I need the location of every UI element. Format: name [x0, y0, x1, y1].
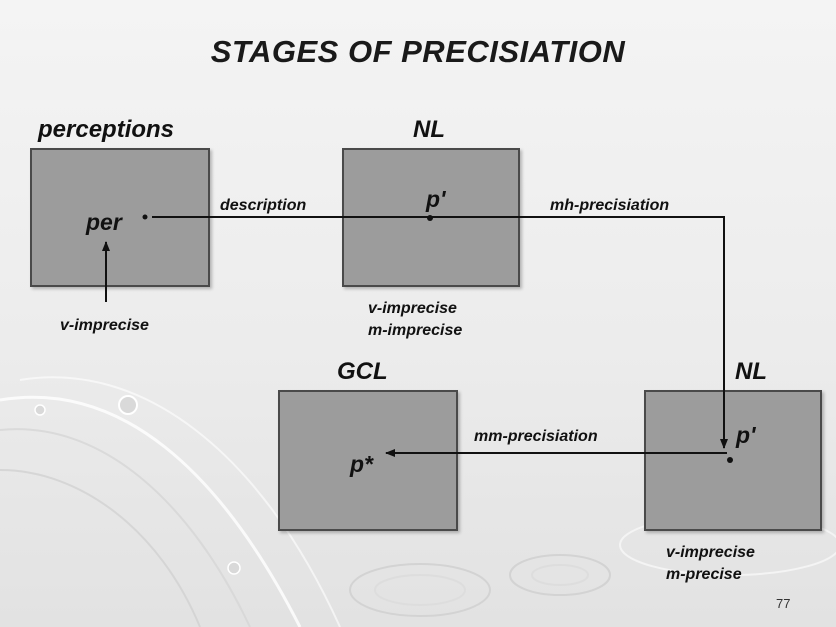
perceptions-inner-label: per — [86, 209, 122, 235]
perceptions-note-line: v-imprecise — [60, 317, 149, 334]
slide-title: STAGES OF PRECISIATION — [210, 34, 626, 69]
gcl-heading: GCL — [337, 358, 388, 385]
page-number: 77 — [776, 596, 791, 611]
nl-top-note: v-imprecise m-imprecise — [368, 298, 462, 342]
gcl-inner-label: p* — [350, 451, 373, 477]
nl-bottom-inner-label: p' — [736, 422, 756, 448]
nl-bottom-note-line-2: m-precise — [666, 566, 742, 583]
p-prime-bottom-dot — [727, 457, 733, 463]
nl-bottom-box — [644, 390, 822, 531]
nl-bottom-heading: NL — [735, 358, 767, 385]
mh-precisiation-edge — [430, 216, 728, 449]
perceptions-note: v-imprecise — [60, 315, 149, 337]
description-label: description — [220, 197, 307, 214]
nl-top-note-line-1: v-imprecise — [368, 300, 457, 317]
mm-precisiation-label: mm-precisiation — [474, 428, 598, 445]
nl-bottom-note: v-imprecise m-precise — [666, 542, 755, 586]
nl-top-inner-label: p' — [426, 186, 446, 212]
perceptions-heading: perceptions — [38, 116, 175, 143]
nl-top-heading: NL — [413, 116, 445, 143]
per-dot — [142, 214, 148, 220]
gcl-box — [278, 390, 458, 531]
mh-precisiation-label: mh-precisiation — [550, 197, 670, 214]
nl-top-note-line-2: m-imprecise — [368, 322, 463, 339]
nl-bottom-note-line-1: v-imprecise — [666, 544, 755, 561]
